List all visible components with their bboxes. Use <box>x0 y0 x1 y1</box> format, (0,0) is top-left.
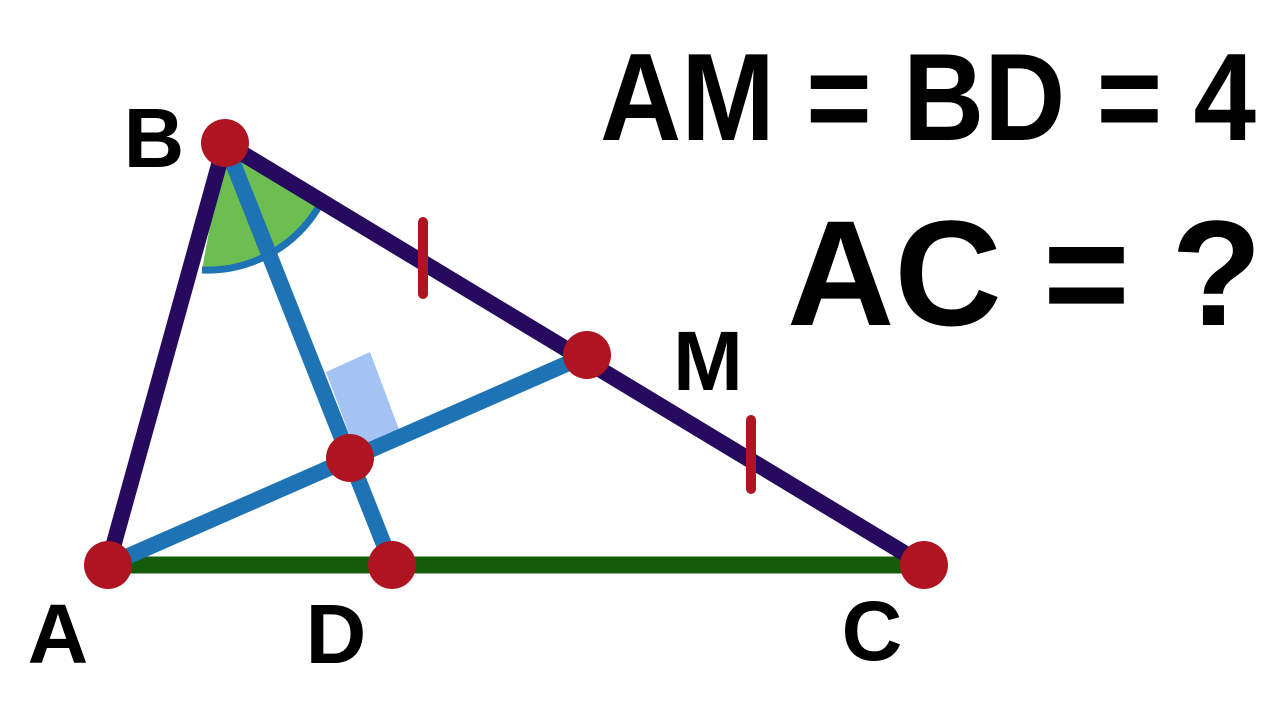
label-c: C <box>842 584 903 678</box>
label-a: A <box>28 587 89 681</box>
point-intersection <box>326 434 374 482</box>
side-ab <box>100 140 233 568</box>
point-d <box>368 541 416 589</box>
point-c <box>900 541 948 589</box>
question-equation: AC = ? <box>787 189 1262 357</box>
label-b: B <box>124 91 185 185</box>
point-a <box>84 541 132 589</box>
point-m <box>563 331 611 379</box>
label-m: M <box>673 314 743 408</box>
point-b <box>201 119 249 167</box>
label-d: D <box>306 587 367 681</box>
right-angle-marker <box>326 352 400 452</box>
given-equation: AM = BD = 4 <box>600 29 1256 167</box>
bisector-bd <box>217 140 400 568</box>
